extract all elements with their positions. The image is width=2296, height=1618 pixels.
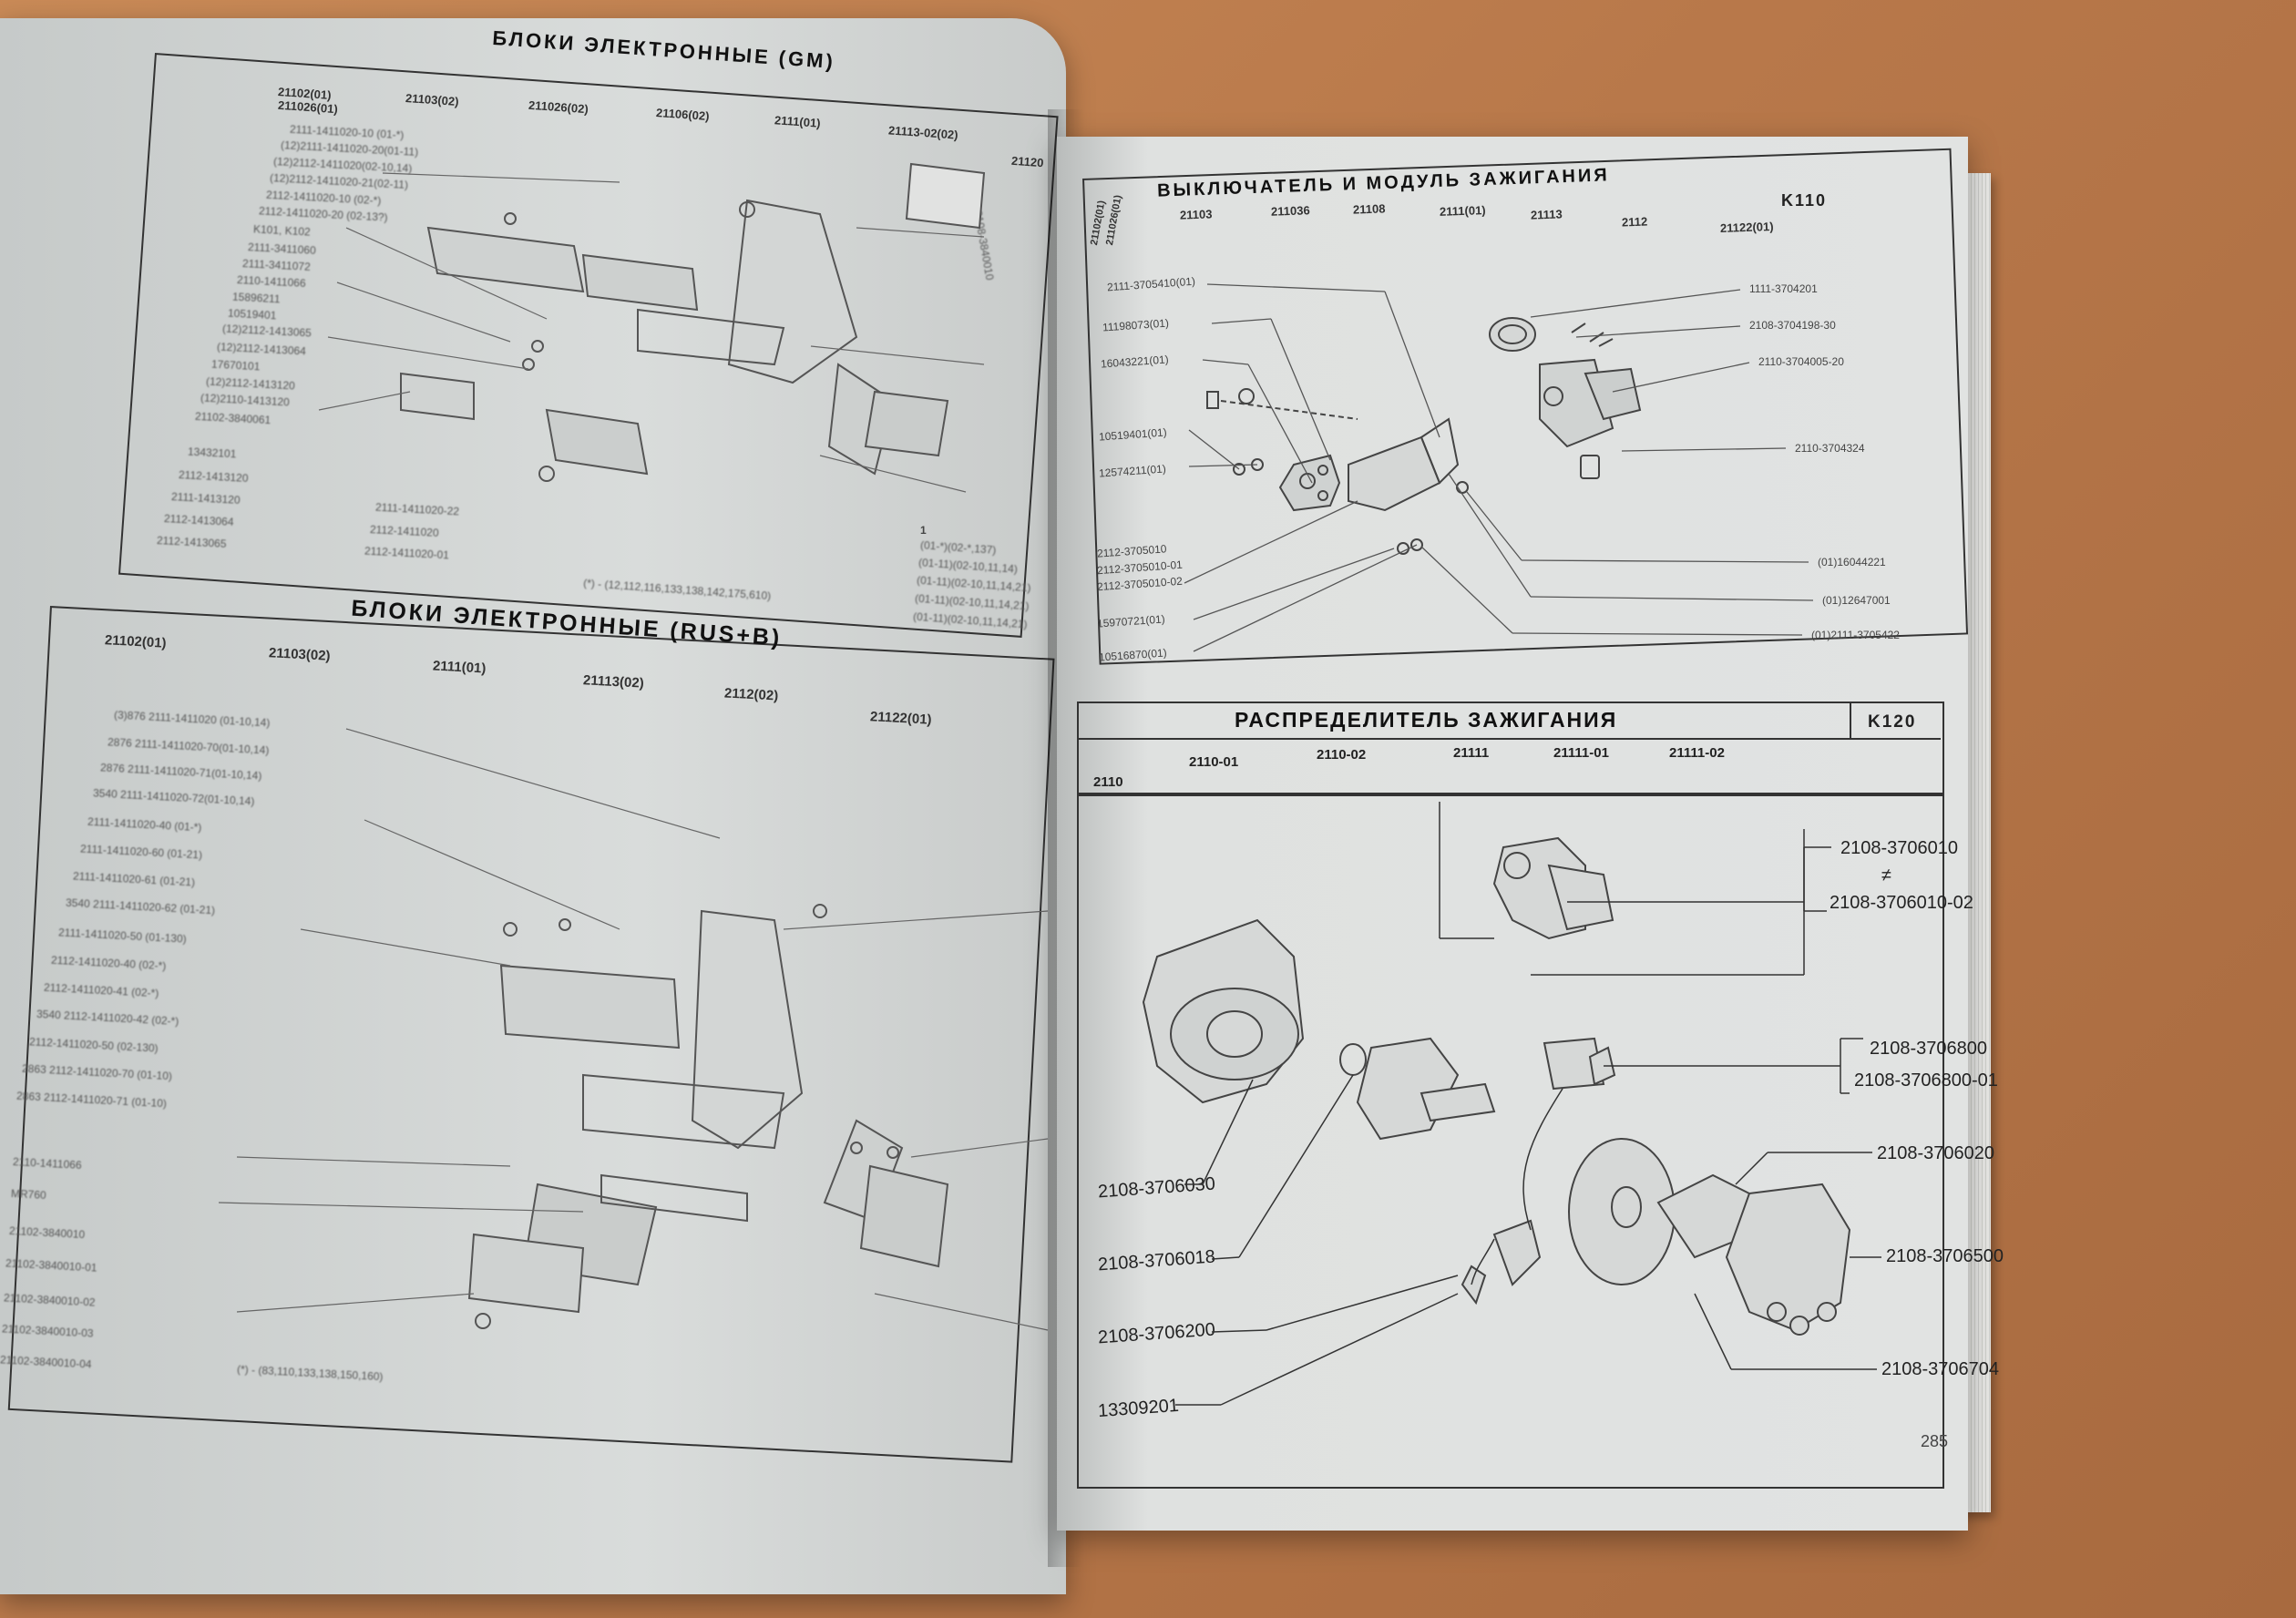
- gm-callout-one: 1: [920, 524, 927, 537]
- rus-exploded-diagram: [218, 728, 1049, 1331]
- k120-model-2: 2110-02: [1317, 747, 1367, 763]
- k120-part-mid-0: 2108-3706800: [1870, 1039, 1988, 1059]
- k120-header-divider: [1077, 738, 1941, 740]
- k120-part-right-2: 2108-3706704: [1881, 1359, 2000, 1379]
- k120-part-right-1: 2108-3706500: [1886, 1246, 2004, 1266]
- k120-model-3: 21111: [1453, 745, 1490, 761]
- k110-section-code: K110: [1781, 191, 1828, 210]
- k110-bottom-part-2: (01)2111-3705422: [1811, 629, 1900, 641]
- k120-section-code: K120: [1868, 712, 1917, 732]
- k120-part-top-sep: ≠: [1881, 865, 1891, 886]
- k120-part-top-0: 2108-3706010: [1840, 838, 1959, 858]
- k120-exploded-diagram: [1142, 802, 1881, 1406]
- k120-model-5: 21111-02: [1669, 745, 1725, 761]
- k110-bottom-part-1: (01)12647001: [1822, 594, 1891, 607]
- k120-part-mid-1: 2108-3706800-01: [1854, 1070, 1998, 1091]
- page-number: 285: [1921, 1432, 1949, 1450]
- k120-model-0: 2110: [1093, 774, 1123, 790]
- k120-section-frame: [1077, 701, 1944, 796]
- k120-model-1: 2110-01: [1189, 754, 1239, 770]
- k110-right-part-3: 2110-3704324: [1795, 442, 1865, 455]
- k110-right-part-0: 1111-3704201: [1749, 282, 1818, 295]
- k120-section-title: РАСПРЕДЕЛИТЕЛЬ ЗАЖИГАНИЯ: [1235, 708, 1618, 732]
- left-page: БЛОКИ ЭЛЕКТРОННЫЕ (GM) 21102(01) 211026(…: [0, 18, 1066, 1594]
- right-page: ВЫКЛЮЧАТЕЛЬ И МОДУЛЬ ЗАЖИГАНИЯ K110 2110…: [1057, 137, 2004, 1531]
- k110-right-part-2: 2110-3704005-20: [1758, 355, 1844, 368]
- k110-right-part-1: 2108-3704198-30: [1749, 319, 1836, 332]
- k110-exploded-diagram: [1184, 283, 1814, 652]
- k120-part-right-0: 2108-3706020: [1877, 1143, 1995, 1163]
- k120-diagram-frame: [1077, 793, 1944, 1489]
- k120-part-top-1: 2108-3706010-02: [1830, 893, 1973, 913]
- k120-code-divider: [1850, 701, 1851, 738]
- k120-model-4: 21111-01: [1553, 745, 1609, 761]
- gm-exploded-diagram: [318, 162, 986, 493]
- k110-bottom-part-0: (01)16044221: [1818, 556, 1886, 568]
